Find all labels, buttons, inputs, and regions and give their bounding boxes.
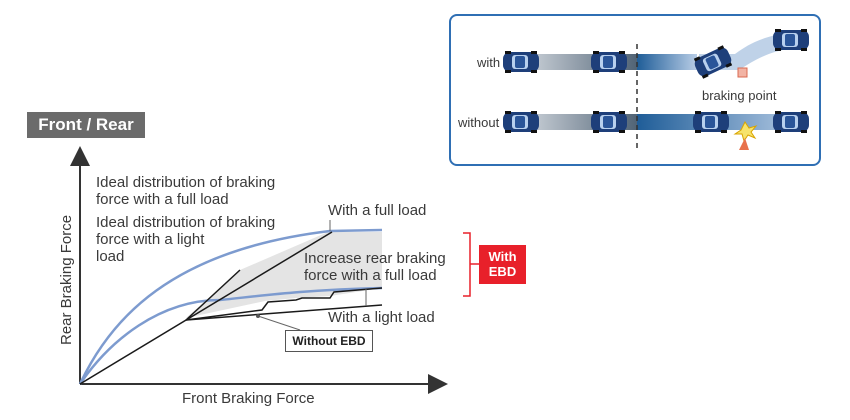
inset-without-label: without (458, 115, 500, 130)
car-icon (773, 29, 809, 51)
light-load-base-line (185, 269, 241, 321)
x-axis-label: Front Braking Force (182, 390, 315, 407)
braking-point-label: braking point (702, 88, 777, 103)
ideal-curve-full-load (78, 228, 383, 385)
car-icon (503, 111, 539, 133)
inset-illustration (503, 29, 809, 150)
car-icon (692, 44, 734, 80)
ideal-light-load-label: Ideal distribution of braking force with… (96, 214, 276, 265)
braking-comparison-inset (449, 14, 821, 166)
without-ebd-label: Without EBD (285, 330, 373, 352)
with-ebd-line (185, 287, 383, 321)
with-light-load-label: With a light load (328, 309, 435, 326)
ideal-full-load-label: Ideal distribution of braking force with… (96, 174, 276, 208)
collision-icon (733, 121, 758, 143)
car-icon (503, 51, 539, 73)
car-icon (773, 111, 809, 133)
ebd-bracket (463, 232, 471, 297)
diagram-title: Front / Rear (27, 112, 145, 138)
y-axis-label: Rear Braking Force (58, 214, 75, 345)
with-ebd-badge: With EBD (479, 245, 526, 284)
ebd-gain-area (186, 232, 382, 318)
with-full-load-label: With a full load (328, 202, 427, 219)
car-icon (591, 51, 627, 73)
with-ebd-light-load-line (185, 304, 383, 321)
inset-with-label: with (477, 55, 501, 70)
car-icon (693, 111, 729, 133)
car-icon (591, 111, 627, 133)
cone-icon (739, 138, 749, 150)
increase-rear-label: Increase rear braking force with a full … (304, 250, 446, 284)
without-ebd-line (79, 231, 333, 385)
without-ebd-leader (257, 315, 301, 331)
